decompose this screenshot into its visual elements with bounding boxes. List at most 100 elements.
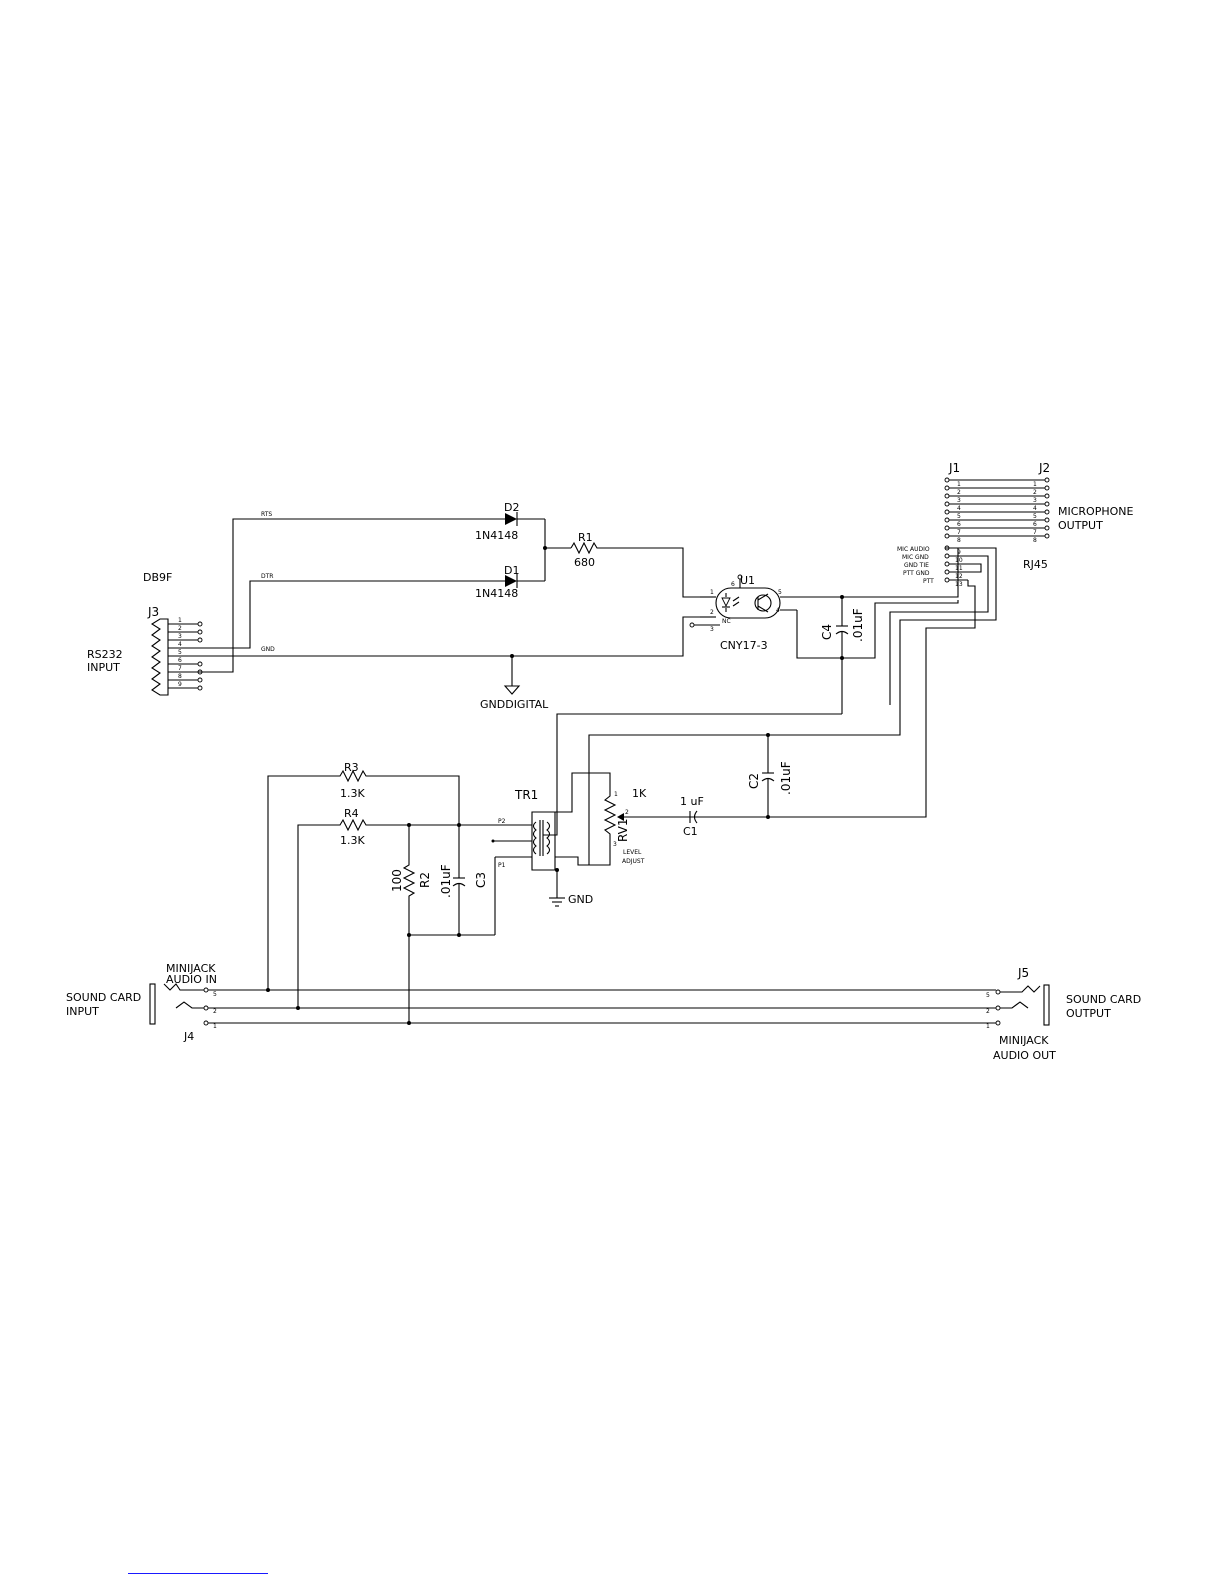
svg-text:2: 2 [1033,489,1037,496]
j5-ref: J5 [1017,966,1029,980]
rv1-ref: RV1 [616,818,630,842]
db9f-label: DB9F [143,571,172,584]
svg-text:5: 5 [986,992,990,999]
j5-bottom-label: MINIJACK [999,1034,1049,1047]
c3-value: .01uF [439,864,453,898]
svg-text:NC: NC [722,618,731,625]
svg-text:6: 6 [957,521,961,528]
u1-output-wiring [796,547,959,660]
j3-ref: J3 [147,605,159,619]
svg-text:4: 4 [957,505,961,512]
diode-d2: D2 1N4148 [475,501,545,542]
diode-d1: D1 1N4148 [475,564,545,600]
svg-text:4: 4 [1033,505,1037,512]
svg-text:5: 5 [178,649,182,656]
svg-text:11: 11 [955,565,963,572]
svg-text:9: 9 [957,549,961,556]
svg-text:3: 3 [710,626,714,633]
j4-side-label-2: INPUT [66,1005,99,1018]
mic-output-label-2: OUTPUT [1058,519,1103,532]
capacitor-c4: C4 .01uF [820,597,865,714]
resistor-r3: R3 1.3K [267,761,460,990]
c3-ref: C3 [474,872,488,888]
svg-text:1: 1 [986,1023,990,1030]
j4-top-label: MINIJACK [166,962,216,975]
optocoupler-u1: U1 1 2 3 4 5 6 NC CNY17-3 [689,574,842,652]
c4-value: .01uF [851,608,865,642]
svg-text:1: 1 [710,589,714,596]
svg-text:GND TIE: GND TIE [904,562,929,569]
r3-value: 1.3K [340,787,365,800]
r2-c3-junction-wiring [407,933,495,937]
svg-text:PTT GND: PTT GND [903,570,930,577]
svg-text:5: 5 [778,589,782,596]
svg-text:P1: P1 [498,862,506,869]
capacitor-c1: 1 uF C1 [680,795,704,838]
d2-value: 1N4148 [475,529,518,542]
j4-top-label-2: AUDIO IN [166,973,217,986]
r4-ref: R4 [344,807,359,820]
j1-extra-pins: 9 10 11 12 13 [944,545,975,588]
j5-side-label: SOUND CARD [1066,993,1141,1006]
svg-text:6: 6 [1033,521,1037,528]
svg-text:7: 7 [178,665,182,672]
c4-ref: C4 [820,624,834,640]
svg-text:4: 4 [178,641,182,648]
gnd-digital-label: GNDDIGITAL [480,698,549,711]
svg-text:2: 2 [986,1008,990,1015]
svg-text:7: 7 [1033,529,1037,536]
rs232-input-label: INPUT [87,661,120,674]
r1-ref: R1 [578,531,593,544]
svg-text:3: 3 [178,633,182,640]
mic-signal-labels: MIC AUDIO MIC GND GND TIE PTT GND PTT [897,546,934,585]
tr1-ref: TR1 [514,788,538,802]
svg-text:8: 8 [1033,537,1037,544]
potentiometer-rv1: 1 2 3 1K RV1 LEVEL ADJUST [603,787,700,865]
rj45-pin-lines [944,477,1050,539]
c4-to-tr1-wiring [543,713,842,836]
j4-side-label: SOUND CARD [66,991,141,1004]
rv1-level-label: LEVEL [623,849,642,856]
rv1-value: 1K [632,787,647,800]
j3-body [150,618,169,696]
r3-ref: R3 [344,761,359,774]
d1-value: 1N4148 [475,587,518,600]
mic-output-label: MICROPHONE [1058,505,1134,518]
svg-text:2: 2 [710,609,714,616]
svg-text:5: 5 [213,991,217,998]
svg-text:6: 6 [178,657,182,664]
u1-part: CNY17-3 [720,639,768,652]
u1-ref: U1 [740,574,755,587]
resistor-r1: R1 680 [570,531,715,598]
r1-value: 680 [574,556,595,569]
gnd-signal-label: GND [261,646,275,653]
footer-link-underline[interactable] [128,1573,268,1574]
svg-text:2: 2 [213,1008,217,1015]
svg-text:10: 10 [955,557,963,564]
rs232-connector-j3: DB9F J3 RS232 INPUT 1 2 3 4 5 6 7 8 9 RT… [87,511,275,696]
svg-text:1: 1 [213,1023,217,1030]
c1-ref: C1 [683,825,698,838]
d1-ref: D1 [504,564,519,577]
d2-ref: D2 [504,501,519,514]
svg-text:13: 13 [955,581,963,588]
svg-text:1: 1 [178,617,182,624]
dtr-signal-label: DTR [261,573,273,580]
j5-bottom-label-2: AUDIO OUT [993,1049,1056,1062]
rj45-label: RJ45 [1023,558,1048,571]
gnd-label: GND [568,893,593,906]
r2-value: 100 [390,869,404,892]
j1-ref: J1 [948,461,960,475]
c2-value: .01uF [779,761,793,795]
capacitor-c2: C2 .01uF [747,733,793,819]
svg-text:2: 2 [178,625,182,632]
resistor-r4: R4 1.3K [297,807,457,1008]
rts-signal-label: RTS [261,511,272,518]
svg-text:1: 1 [957,481,961,488]
svg-text:1: 1 [1033,481,1037,488]
svg-text:2: 2 [625,809,629,816]
rv1-adjust-label: ADJUST [622,858,645,865]
